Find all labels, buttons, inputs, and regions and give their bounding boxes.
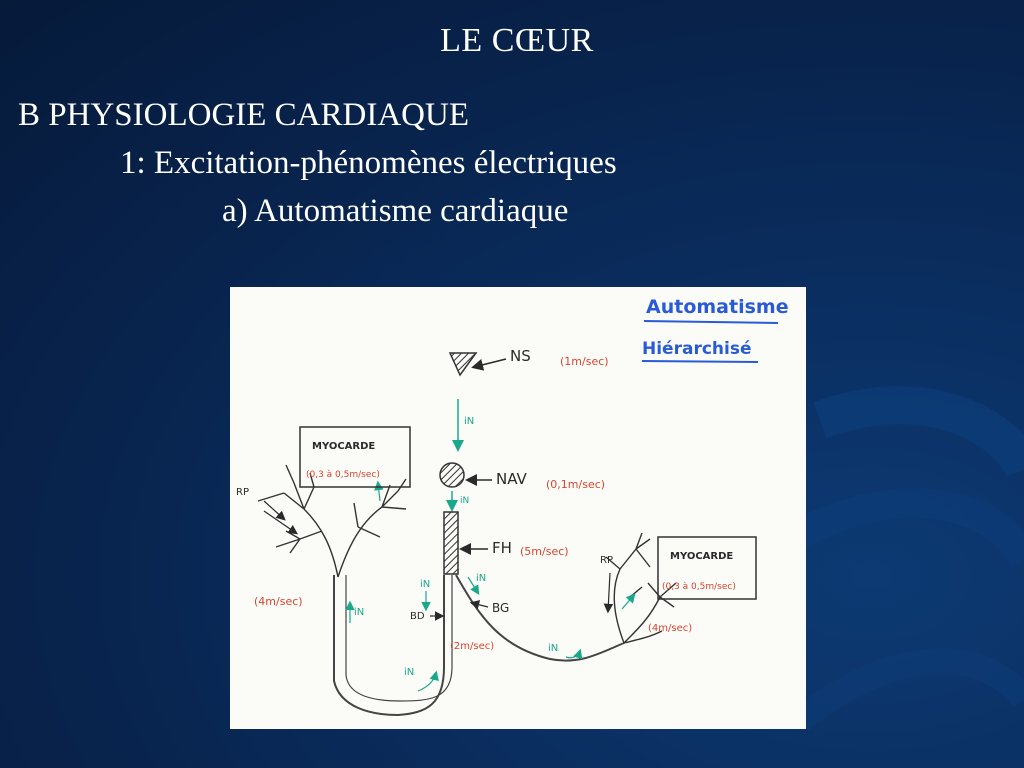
slide-title: LE CŒUR	[440, 22, 594, 59]
rp-left-label: RP	[236, 487, 249, 498]
in-arrow-bg	[467, 576, 480, 596]
right-purkinje-tree	[605, 532, 677, 644]
in-label-bg: iN	[476, 573, 486, 584]
diagram-title-line2: Hiérarchisé	[642, 339, 751, 359]
left-branch-outer	[333, 575, 445, 717]
purkinje-right-green-arrow	[621, 593, 636, 610]
purkinje-left-speed: (4m/sec)	[254, 595, 303, 608]
fh-label: FH	[492, 539, 512, 557]
myocarde-right-speed: (0,3 à 0,5m/sec)	[662, 582, 736, 592]
section-heading: B PHYSIOLOGIE CARDIAQUE	[18, 97, 469, 133]
rp-left-arrow-1	[263, 500, 286, 521]
bg-label: BG	[492, 601, 509, 615]
title-underline-1	[643, 320, 779, 324]
rp-left-arrow-2	[263, 510, 298, 535]
title-underline-2	[641, 360, 759, 363]
in-arrow-bottom	[417, 670, 439, 692]
in-label-left: iN	[354, 607, 364, 618]
myocarde-right-box	[657, 536, 757, 600]
ns-node-icon	[448, 352, 478, 377]
fh-bundle-icon	[443, 511, 459, 575]
myocarde-right-label: MYOCARDE	[670, 551, 733, 562]
myocarde-left-label: MYOCARDE	[312, 441, 375, 452]
in-label-bd: iN	[420, 579, 430, 590]
ns-speed: (1m/sec)	[560, 355, 609, 368]
myocarde-left-box	[299, 426, 411, 488]
ns-label: NS	[510, 347, 531, 365]
in-arrow-right	[565, 648, 583, 660]
subsection-heading: 1: Excitation-phénomènes électriques	[120, 145, 617, 181]
in-label-ns: iN	[464, 416, 474, 427]
subsubsection-heading: a) Automatisme cardiaque	[222, 193, 569, 229]
left-purkinje-tree	[257, 464, 407, 578]
bg-pointer-arrow	[469, 600, 489, 610]
fh-speed: (5m/sec)	[520, 545, 569, 558]
myocarde-left-speed: (0,3 à 0,5m/sec)	[306, 470, 380, 480]
purkinje-right-speed: (4m/sec)	[648, 623, 692, 634]
bd-label: BD	[410, 611, 425, 622]
nav-speed: (0,1m/sec)	[546, 478, 605, 491]
nav-node-icon	[439, 462, 465, 488]
branch-speed: (2m/sec)	[450, 641, 494, 652]
rp-right-arrow	[603, 572, 614, 614]
conduction-diagram: Automatisme Hiérarchisé NS (1m/sec) iN N…	[230, 287, 806, 729]
purkinje-left-green-arrow	[374, 480, 384, 502]
in-label-right: iN	[548, 643, 558, 654]
nav-label: NAV	[496, 470, 528, 488]
left-branch-inner	[345, 575, 453, 702]
in-label-nav: iN	[460, 496, 469, 506]
in-label-bottom: iN	[404, 667, 414, 678]
diagram-title-line1: Automatisme	[646, 296, 789, 318]
conduction-diagram-svg: Automatisme Hiérarchisé NS (1m/sec) iN N…	[236, 296, 789, 717]
rp-right-label: RP	[600, 555, 613, 566]
ns-pointer-arrow	[471, 358, 507, 371]
